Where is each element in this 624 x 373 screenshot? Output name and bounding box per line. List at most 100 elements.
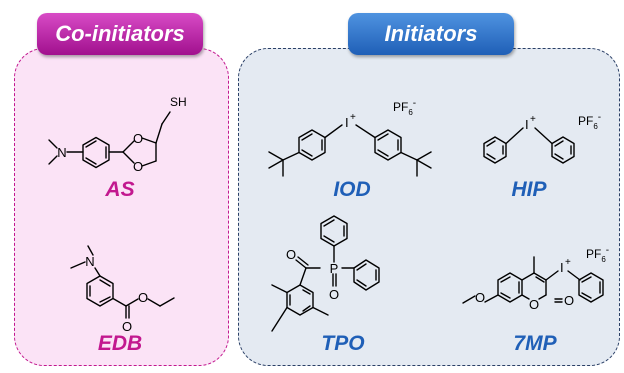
edb-ester-bond <box>125 298 139 307</box>
as-n-atom: N <box>57 145 66 160</box>
iod-tbutyl-bond <box>282 151 300 161</box>
iod-ring-double-bond <box>301 149 313 157</box>
tpo-bond <box>299 267 307 286</box>
7mp-methoxy-o-atom: O <box>475 290 485 305</box>
iod-tbutyl-bond <box>416 159 432 169</box>
tpo-ring-double-bond <box>302 289 311 295</box>
as-methyl-bond <box>48 155 58 165</box>
hip-counterion: PF6- <box>578 112 601 131</box>
tpo-p-atom: P <box>330 261 339 276</box>
7mp-ring-double-bond <box>581 292 592 299</box>
iod-ring-double-bond <box>377 133 389 141</box>
7mp-structure <box>462 256 604 304</box>
as-ring-bond <box>141 160 157 167</box>
tpo-ring-double-bond <box>356 263 367 271</box>
iod-ring-double-bond <box>377 149 389 157</box>
7mp-pyranone-bond <box>521 272 535 281</box>
tpo-po-o-atom: O <box>329 287 339 302</box>
as-methyl-bond <box>48 139 58 149</box>
as-structure <box>48 111 171 169</box>
iod-charge: + <box>350 112 356 123</box>
edb-structure <box>70 245 175 319</box>
iod-tbutyl-bond <box>400 151 418 161</box>
tpo-carbonyl-bond <box>295 259 307 269</box>
hip-iodine-atom: I <box>525 117 529 132</box>
iod-structure <box>268 124 432 177</box>
7mp-ring-o-atom: O <box>529 297 539 312</box>
tpo-top-phenyl <box>320 215 348 247</box>
7mp-iodine-atom: I <box>560 260 564 275</box>
iod-counterion: PF6- <box>393 98 416 117</box>
tpo-methyl-bond <box>271 284 288 294</box>
hip-ring-double-bond <box>554 140 564 147</box>
7mp-ring-double-bond <box>500 292 511 299</box>
7mp-methoxy-bond <box>484 294 499 303</box>
iod-tbutyl-bond <box>268 159 284 169</box>
hip-ring-double-bond <box>486 153 496 160</box>
as-ring-bond <box>141 137 157 144</box>
as-ring-bond <box>155 123 163 144</box>
initiators-panel <box>238 48 620 366</box>
iod-label: IOD <box>333 178 371 201</box>
tpo-carbonyl-bond <box>297 256 309 266</box>
7mp-label: 7MP <box>513 332 557 355</box>
tpo-ring-double-bond <box>356 279 367 287</box>
edb-n-atom: N <box>85 254 94 269</box>
edb-ethyl-bond <box>159 297 175 307</box>
tpo-mesityl-ring <box>286 284 314 316</box>
edb-ring-double-bond <box>99 296 111 303</box>
hip-bond <box>534 127 553 145</box>
iod-tbutyl-bond <box>416 151 432 161</box>
as-thiol-bond <box>161 111 171 125</box>
as-ring-double-bond <box>85 157 97 165</box>
as-benzene-ring <box>82 136 110 169</box>
hip-structure <box>483 127 575 164</box>
hip-ring-double-bond <box>554 153 564 160</box>
hip-bond <box>505 127 524 145</box>
as-ring-double-bond <box>85 140 97 148</box>
iod-ring-double-bond <box>301 133 313 141</box>
tpo-ring-double-bond <box>302 305 311 312</box>
as-ring-bond <box>122 140 135 153</box>
edb-bond <box>94 267 101 277</box>
edb-methyl-bond <box>70 261 86 269</box>
edb-ring-double-bond <box>99 279 111 287</box>
7mp-pyranone-double-bond <box>535 276 545 283</box>
tpo-ring-double-bond <box>323 219 335 227</box>
coinitiators-header: Co-initiators <box>37 13 203 55</box>
as-o-atom: O <box>133 159 143 174</box>
tpo-carbonyl-o-atom: O <box>286 247 296 262</box>
iod-bond <box>355 124 376 139</box>
tpo-methyl-bond <box>271 306 288 332</box>
as-o-atom: O <box>133 131 143 146</box>
iod-iodine-atom: I <box>345 115 349 130</box>
7mp-pyranone-bond <box>521 294 530 300</box>
iod-bond <box>324 124 343 139</box>
tpo-methyl-bond <box>312 306 329 316</box>
7mp-phenyl-ring <box>578 272 604 303</box>
7mp-carbonyl-o-atom: O <box>564 293 574 308</box>
7mp-iodo-bond <box>545 270 559 281</box>
edb-bond <box>112 297 127 307</box>
7mp-methoxy-bond <box>462 295 476 304</box>
edb-carbonyl-o-atom: O <box>122 319 132 334</box>
edb-benzene-ring <box>86 275 114 307</box>
7mp-pyranone-bond <box>538 294 547 300</box>
7mp-iodo-bond <box>567 270 581 281</box>
as-label: AS <box>105 178 135 201</box>
as-ring-bond <box>122 151 135 164</box>
hip-label: HIP <box>511 178 547 201</box>
edb-ester-o-atom: O <box>138 290 148 305</box>
7mp-charge: + <box>565 257 571 268</box>
iod-tbutyl-bond <box>268 151 284 161</box>
edb-ester-bond <box>147 298 161 307</box>
7mp-ring-double-bond <box>500 276 511 283</box>
coinitiators-panel <box>14 48 229 366</box>
as-sh-atom: SH <box>170 95 187 109</box>
hip-ring-double-bond <box>486 140 496 147</box>
edb-label: EDB <box>97 332 143 355</box>
tpo-structure <box>271 215 380 332</box>
7mp-pyranone-bond <box>533 272 547 281</box>
hip-charge: + <box>530 114 536 125</box>
